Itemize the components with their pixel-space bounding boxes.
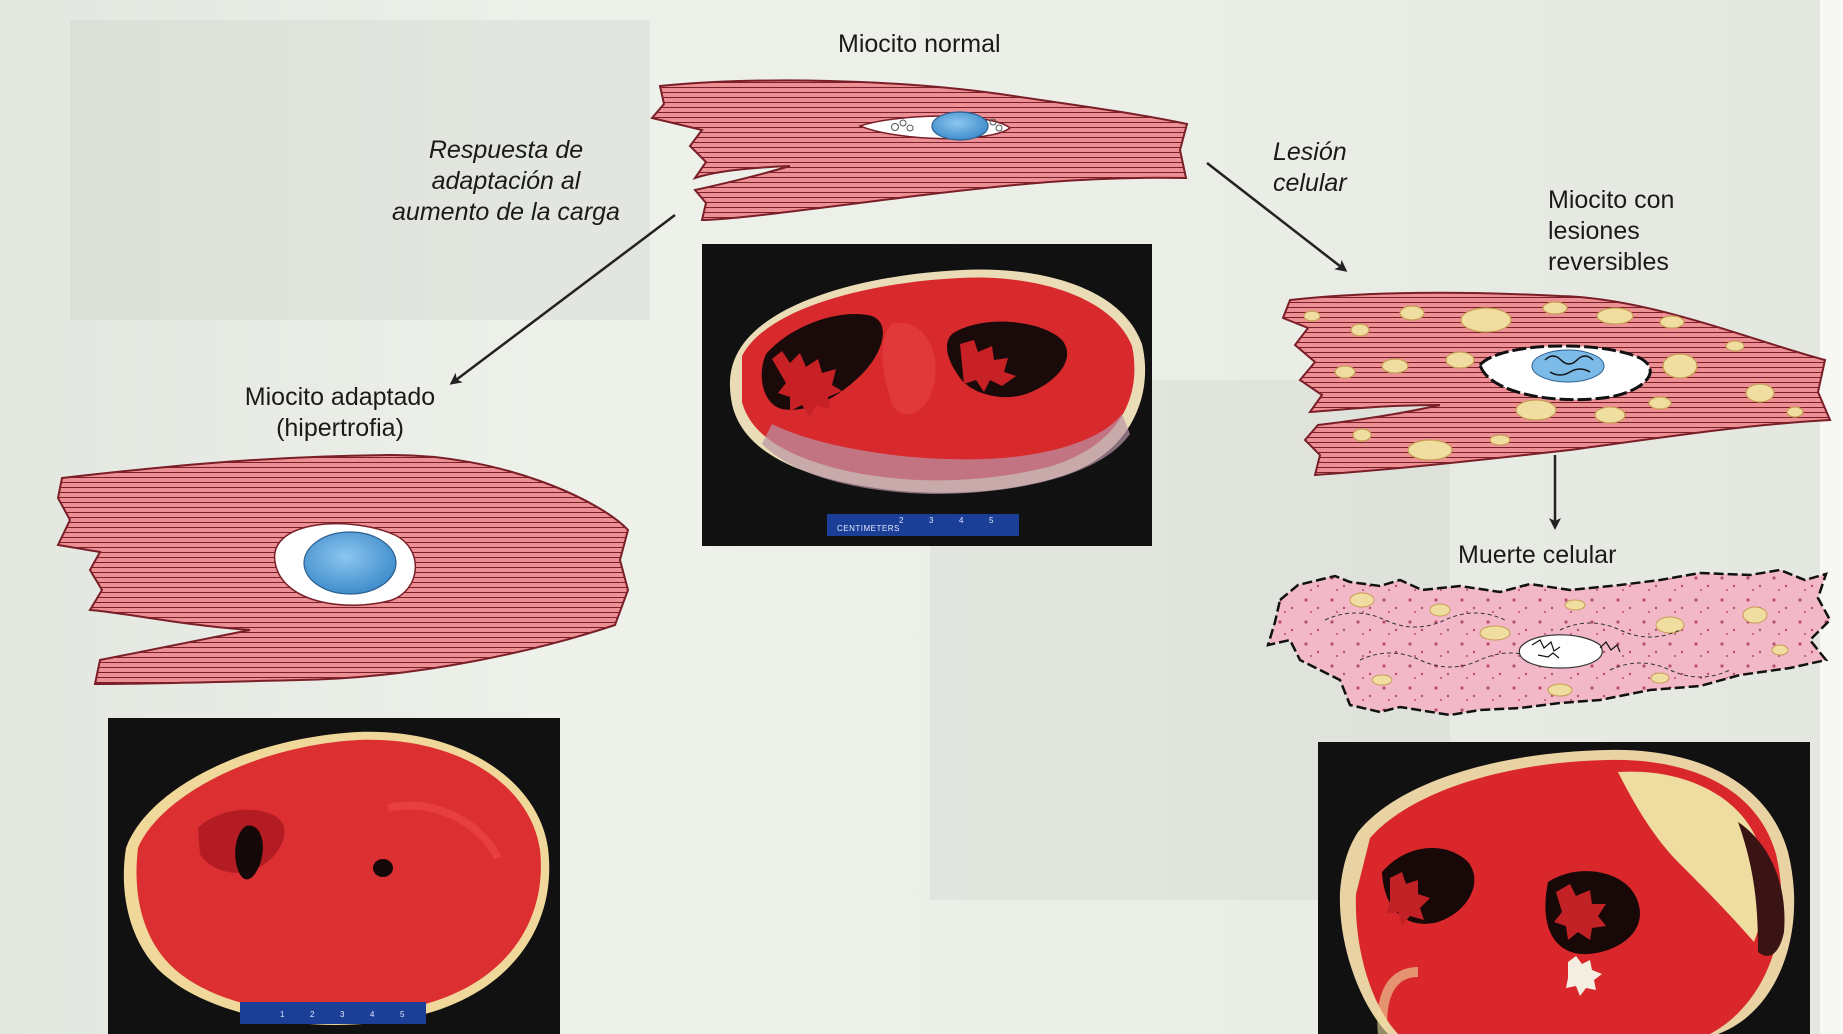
label-line: reversibles <box>1548 247 1674 278</box>
normal-myocyte <box>652 80 1187 220</box>
ruler-tick-label: 5 <box>989 516 994 525</box>
photo-hypertrophy-heart: 1 2 3 4 5 <box>108 718 560 1034</box>
label-line: lesiones <box>1548 216 1674 247</box>
label-adaptive-response: Respuesta de adaptación al aumento de la… <box>372 135 640 228</box>
reversible-nucleus <box>1532 350 1604 382</box>
photo-infarct-heart <box>1318 742 1810 1034</box>
adapted-myocyte <box>58 455 628 684</box>
ruler-tick-label: 1 <box>280 1010 285 1019</box>
label-line: (hipertrofia) <box>225 413 455 444</box>
ruler-tick-label: 3 <box>340 1010 345 1019</box>
ruler-label: CENTIMETERS <box>837 524 900 533</box>
label-line: Respuesta de <box>372 135 640 166</box>
ruler-tick-label: 2 <box>899 516 904 525</box>
hypertrophy-heart-section <box>108 718 560 1034</box>
label-line: Lesión <box>1273 137 1347 168</box>
arrow-to-adapted <box>452 215 675 383</box>
reversible-injury-myocyte <box>1283 293 1830 475</box>
infarct-heart-section <box>1318 742 1810 1034</box>
photo-normal-heart: CENTIMETERS 2 3 4 5 <box>702 244 1152 546</box>
label-adapted-myocyte: Miocito adaptado (hipertrofia) <box>225 382 455 444</box>
ruler-tick-label: 2 <box>310 1010 315 1019</box>
ruler-tick-label: 3 <box>929 516 934 525</box>
ruler-tick-label: 4 <box>370 1010 375 1019</box>
adapted-nucleus <box>304 532 396 594</box>
scale-ruler: 1 2 3 4 5 <box>240 1002 426 1024</box>
label-line: Miocito con <box>1548 185 1674 216</box>
scale-ruler: CENTIMETERS 2 3 4 5 <box>827 514 1019 536</box>
label-line: Miocito adaptado <box>225 382 455 413</box>
normal-heart-section <box>702 244 1152 546</box>
ruler-tick-label: 4 <box>959 516 964 525</box>
ruler-tick-label: 5 <box>400 1010 405 1019</box>
label-cell-injury: Lesión celular <box>1273 137 1347 199</box>
normal-nucleus <box>932 112 988 140</box>
label-line: aumento de la carga <box>372 197 640 228</box>
label-cell-death: Muerte celular <box>1458 540 1616 571</box>
dead-myocyte <box>1268 570 1830 715</box>
label-line: adaptación al <box>372 166 640 197</box>
label-reversible-injury: Miocito con lesiones reversibles <box>1548 185 1674 278</box>
label-normal-myocyte: Miocito normal <box>838 29 1001 60</box>
label-line: celular <box>1273 168 1347 199</box>
